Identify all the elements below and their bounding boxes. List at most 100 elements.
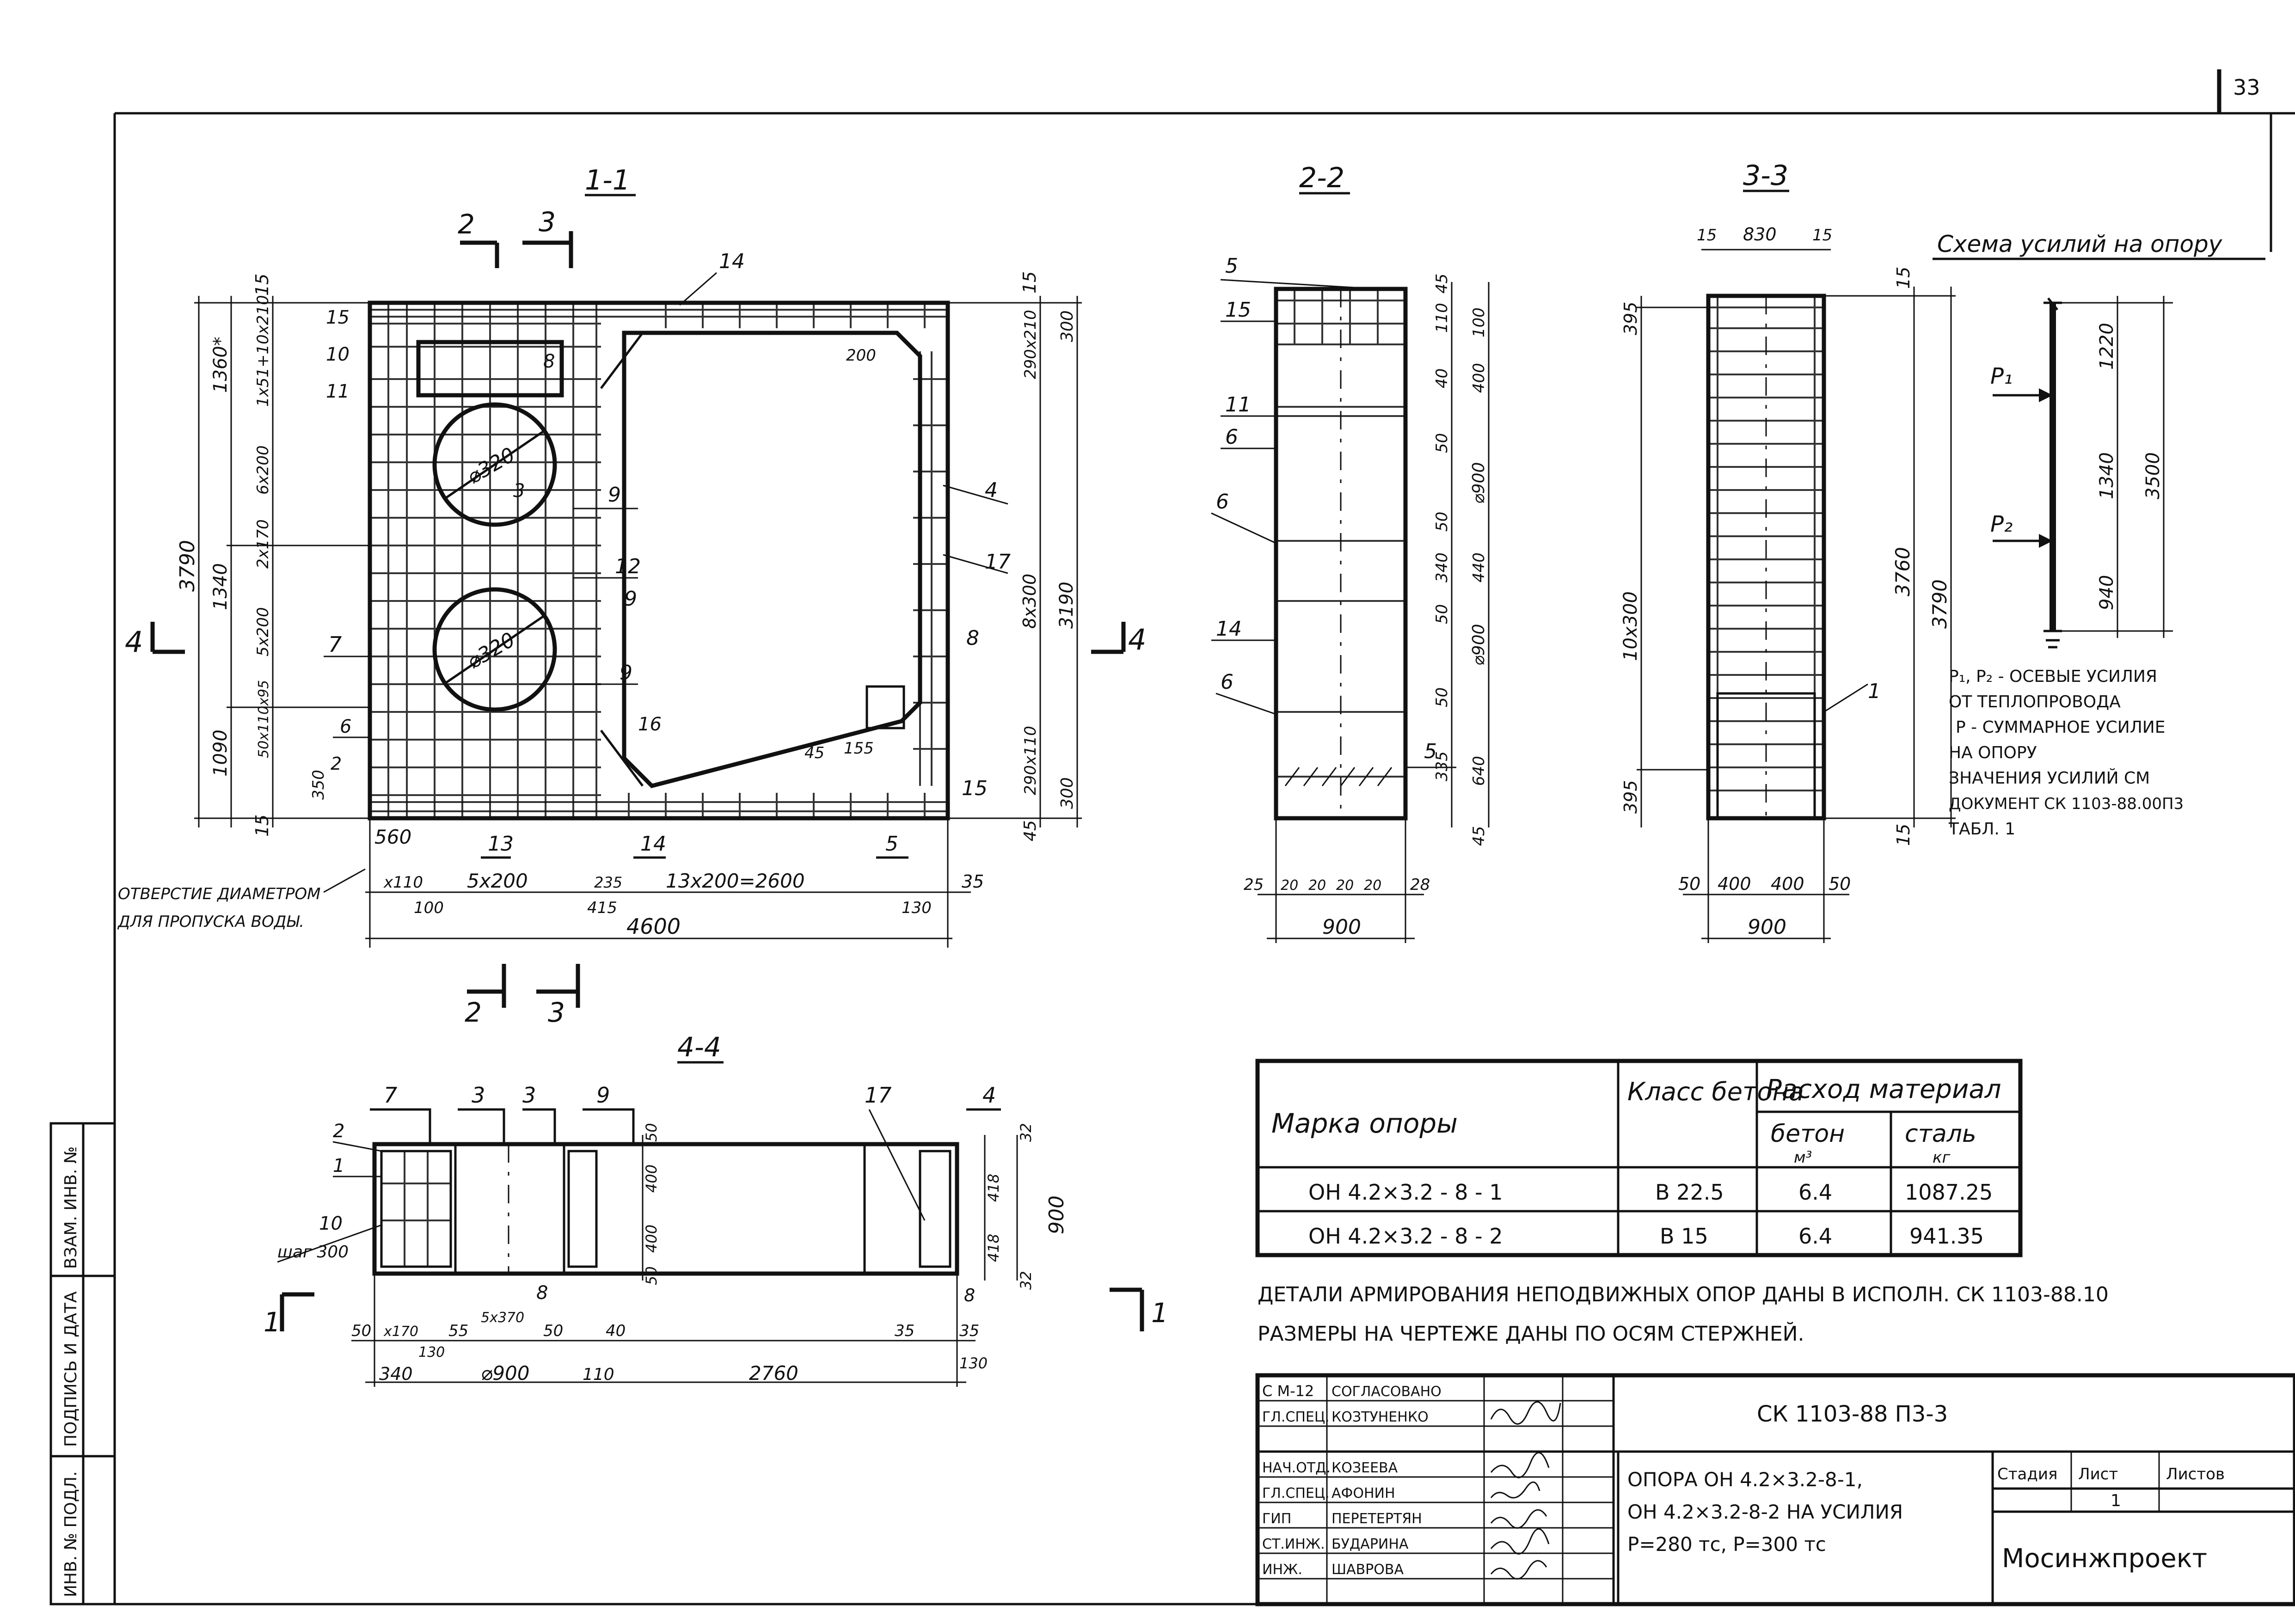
dim-right-300-top: 300 <box>1058 310 1077 342</box>
dim-415: 415 <box>587 899 617 917</box>
tb-name-5: ПЕРЕТЕРТЯН <box>1332 1511 1422 1527</box>
section-mark-4-left: 4 <box>125 622 185 659</box>
dim-4-4-418b: 418 <box>985 1234 1002 1262</box>
dim-2-2-440: 440 <box>1470 552 1488 582</box>
dims-left-3-3: 395 10x300 395 <box>1620 296 1708 827</box>
dim-3-3-15a: 15 <box>1697 226 1717 245</box>
dim-2-2-25: 25 <box>1244 876 1264 894</box>
dim-3-3-900: 900 <box>1748 915 1786 939</box>
water-hole-lower <box>432 587 557 712</box>
tb-role-3: НАЧ.ОТД. <box>1262 1460 1331 1476</box>
dim-2-2-100: 100 <box>1470 307 1488 337</box>
note-line-1: ДЕТАЛИ АРМИРОВАНИЯ НЕПОДВИЖНЫХ ОПОР ДАНЫ… <box>1258 1283 2109 1306</box>
note-hole-line1: ОТВЕРСТИЕ ДИАМЕТРОМ <box>118 885 321 903</box>
dim-100: 100 <box>414 899 444 917</box>
load-scheme-title: Схема усилий на опору <box>1937 231 2223 257</box>
dim-2-2-d900b: ⌀900 <box>1469 624 1488 666</box>
load-dim-940: 940 <box>2096 575 2117 610</box>
tb-code: СК 1103-88 П3-3 <box>1757 1401 1948 1427</box>
dim-2-2-20c: 20 <box>1336 877 1354 894</box>
dim-2-2-28: 28 <box>1410 876 1430 894</box>
table-row: ОН 4.2×3.2 - 8 - 2 B 15 6.4 941.35 <box>1308 1224 1984 1249</box>
dim-2-2-400: 400 <box>1470 363 1488 393</box>
load-scheme: Схема усилий на опору P₁ P₂ 1220 1340 94… <box>1933 231 2265 839</box>
tb-name-4: АФОНИН <box>1332 1485 1395 1501</box>
load-note-line4: НА ОПОРУ <box>1949 743 2037 762</box>
load-dim-1220: 1220 <box>2096 323 2117 370</box>
dim-4-4-b110: 110 <box>583 1365 614 1384</box>
haunch-top-left <box>600 332 644 389</box>
dim-4-4-b40: 40 <box>606 1322 626 1340</box>
callout-4-4-3a: 3 <box>472 1083 485 1108</box>
dims-left-1-1: 3790 1360* 1340 1090 15 15 1x51+10x210 6… <box>176 274 370 837</box>
embedded-detail <box>865 685 905 729</box>
callout-2-2-6c: 6 <box>1221 670 1233 694</box>
dim-350: 350 <box>309 770 328 800</box>
side-stamp: ИНВ. № ПОДЛ. ПОДПИСЬ И ДАТА ВЗАМ. ИНВ. № <box>49 1122 116 1606</box>
dim-right-15: 15 <box>1019 271 1040 294</box>
section-mark-1-right-label: 1 <box>1151 1297 1168 1329</box>
dims-right-3-3: 15 3760 3790 15 <box>1824 267 1956 846</box>
section-title-2-2: 2-2 <box>1299 162 1344 194</box>
dims-right-4-4: 50 400 400 50 32 418 418 32 900 <box>642 1123 1068 1290</box>
dim-3-3-50a: 50 <box>1678 874 1700 894</box>
section-4-4-body <box>372 1142 959 1276</box>
callout-4-4-1: 1 <box>333 1155 344 1177</box>
callout-14-top: 14 <box>719 250 745 273</box>
dim-2-2-20d: 20 <box>1364 877 1381 894</box>
dim-15-bottom: 15 <box>252 815 272 837</box>
dim-2x170: 2x170 <box>254 519 272 569</box>
rebar-grid-left <box>370 303 601 818</box>
dim-2-2-50b: 50 <box>1433 512 1451 532</box>
section-title-3-3: 3-3 <box>1743 159 1788 192</box>
section-mark-4-left-label: 4 <box>125 625 143 659</box>
table-row2-concrete: 6.4 <box>1798 1224 1832 1249</box>
dim-2-2-900: 900 <box>1322 915 1361 939</box>
table-row1-mark: ОН 4.2×3.2 - 8 - 1 <box>1308 1180 1503 1205</box>
dim-2-2-335: 335 <box>1433 751 1451 781</box>
dim-1340: 1340 <box>210 563 231 610</box>
callout-200: 200 <box>846 346 876 365</box>
dims-bottom-3-3: 50 400 400 50 900 <box>1678 818 1851 943</box>
tb-role-2: ГЛ.СПЕЦ. <box>1262 1409 1330 1425</box>
upper-cutout <box>416 340 564 398</box>
dim-right-3190: 3190 <box>1056 582 1077 629</box>
callout-45: 45 <box>804 744 824 762</box>
dim-2-2-50a: 50 <box>1433 433 1451 453</box>
dims-bottom-1-1: 560 x110 5x200 235 13x200=2600 35 100 41… <box>365 818 984 948</box>
section-mark-2-top: 2 <box>458 208 499 268</box>
callout-15-bottom: 15 <box>962 777 988 800</box>
dim-6x200: 6x200 <box>254 445 272 495</box>
dims-top-3-3: 15 830 15 <box>1697 224 1832 251</box>
dim-3-3-15-right-bottom: 15 <box>1893 824 1914 846</box>
callout-2-2-14: 14 <box>1216 617 1242 641</box>
callout-9-b: 9 <box>624 587 637 611</box>
dim-2-2-110: 110 <box>1433 303 1451 333</box>
dim-2-2-640: 640 <box>1470 756 1488 786</box>
callout-12: 12 <box>615 555 641 578</box>
section-2-2-hatch <box>1284 767 1393 786</box>
table-row2-class: B 15 <box>1660 1224 1708 1249</box>
callout-7: 7 <box>328 632 342 657</box>
rebar-band-bottom <box>370 793 948 818</box>
callout-4-4-7: 7 <box>384 1083 397 1108</box>
dim-4-4-b5x370: 5x370 <box>481 1310 524 1326</box>
dim-15-top: 15 <box>252 274 272 296</box>
dim-right-290x110: 290x110 <box>1021 726 1040 795</box>
callout-2-2-6a: 6 <box>1225 425 1238 449</box>
table-header-class: Класс бетона <box>1627 1077 1804 1106</box>
section-4-4-left-callouts: 2 1 10 шаг 300 <box>277 1121 382 1263</box>
page-number: 33 <box>2233 75 2260 100</box>
load-note-line1: P₁, P₂ - ОСЕВЫЕ УСИЛИЯ <box>1949 667 2157 686</box>
dims-right-2-2: 45 110 100 40 400 50 ⌀900 50 440 340 50 … <box>1433 274 1490 846</box>
section-mark-4-right-label: 4 <box>1128 623 1146 656</box>
callout-4-4-4: 4 <box>982 1083 996 1108</box>
dim-4-4-50b: 50 <box>643 1266 660 1285</box>
dim-4-4-400b: 400 <box>643 1225 660 1253</box>
tb-name-1: СОГЛАСОВАНО <box>1332 1384 1442 1400</box>
load-note-line3: P - СУММАРНОЕ УСИЛИЕ <box>1956 718 2165 737</box>
dim-3-3-395-bottom: 395 <box>1620 780 1641 814</box>
callout-4-4-2: 2 <box>333 1121 344 1142</box>
callout-8-right: 8 <box>966 626 979 650</box>
